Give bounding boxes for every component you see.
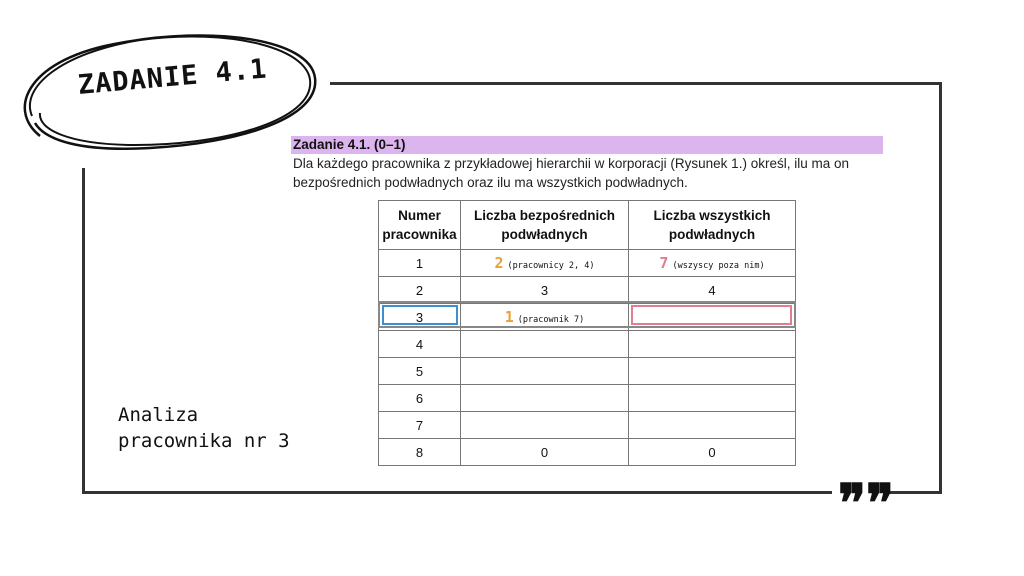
subordinates-table: Numer pracownika Liczba bezpośrednich po… [378, 200, 796, 466]
table-row: 1 2(pracownicy 2, 4) 7(wszyscy poza nim) [378, 249, 796, 277]
cell-all: 4 [628, 276, 796, 304]
side-note-line2: pracownika nr 3 [118, 430, 290, 452]
table-row: 4 [378, 330, 796, 358]
table-header-row: Numer pracownika Liczba bezpośrednich po… [378, 200, 796, 250]
cell-direct: 0 [460, 438, 629, 466]
handwritten-note: (pracownik 7) [517, 315, 585, 325]
table-row: 2 3 4 [378, 276, 796, 304]
cell-all [628, 330, 796, 358]
cell-all [628, 357, 796, 385]
table-row: 8 0 0 [378, 438, 796, 466]
cell-all: 0 [628, 438, 796, 466]
cell-direct [460, 411, 629, 439]
frame-bottom-line-left [82, 491, 832, 494]
cell-number: 5 [378, 357, 461, 385]
header-direct-subordinates: Liczba bezpośrednich podwładnych [460, 200, 629, 250]
cell-direct [460, 384, 629, 412]
cell-number: 6 [378, 384, 461, 412]
handwritten-number: 2 [494, 254, 504, 272]
cell-direct [460, 330, 629, 358]
cell-direct: 3 [460, 276, 629, 304]
handwritten-note: (wszyscy poza nim) [672, 261, 765, 271]
frame-bottom-line-right [884, 491, 942, 494]
cell-direct [460, 357, 629, 385]
badge-ellipse [23, 34, 317, 150]
task-title: Zadanie 4.1. (0–1) [291, 136, 883, 154]
answer-input-box [631, 305, 792, 325]
cell-number: 4 [378, 330, 461, 358]
cell-all: 7(wszyscy poza nim) [628, 249, 796, 277]
table-row: 5 [378, 357, 796, 385]
cell-number: 2 [378, 276, 461, 304]
employee-3-marker [382, 305, 458, 325]
header-all-subordinates: Liczba wszystkich podwładnych [628, 200, 796, 250]
cell-number: 8 [378, 438, 461, 466]
handwritten-note: (pracownicy 2, 4) [507, 261, 595, 271]
frame-right-line [939, 82, 942, 494]
header-employee-number: Numer pracownika [378, 200, 461, 250]
cell-number: 7 [378, 411, 461, 439]
frame-left-line [82, 168, 85, 494]
side-note-line1: Analiza [118, 404, 199, 426]
cell-all [628, 384, 796, 412]
cell-all [628, 411, 796, 439]
quote-marks-icon: ❞❞ [838, 473, 894, 534]
handwritten-number: 1 [504, 308, 514, 326]
table-row: 6 [378, 384, 796, 412]
handwritten-number: 7 [659, 254, 669, 272]
table-row: 7 [378, 411, 796, 439]
cell-number: 1 [378, 249, 461, 277]
frame-top-line [330, 82, 942, 85]
cell-direct: 2(pracownicy 2, 4) [460, 249, 629, 277]
cell-direct: 1(pracownik 7) [460, 303, 629, 331]
task-description: Dla każdego pracownika z przykładowej hi… [293, 156, 849, 190]
side-note: Analiza pracownika nr 3 [118, 402, 290, 454]
